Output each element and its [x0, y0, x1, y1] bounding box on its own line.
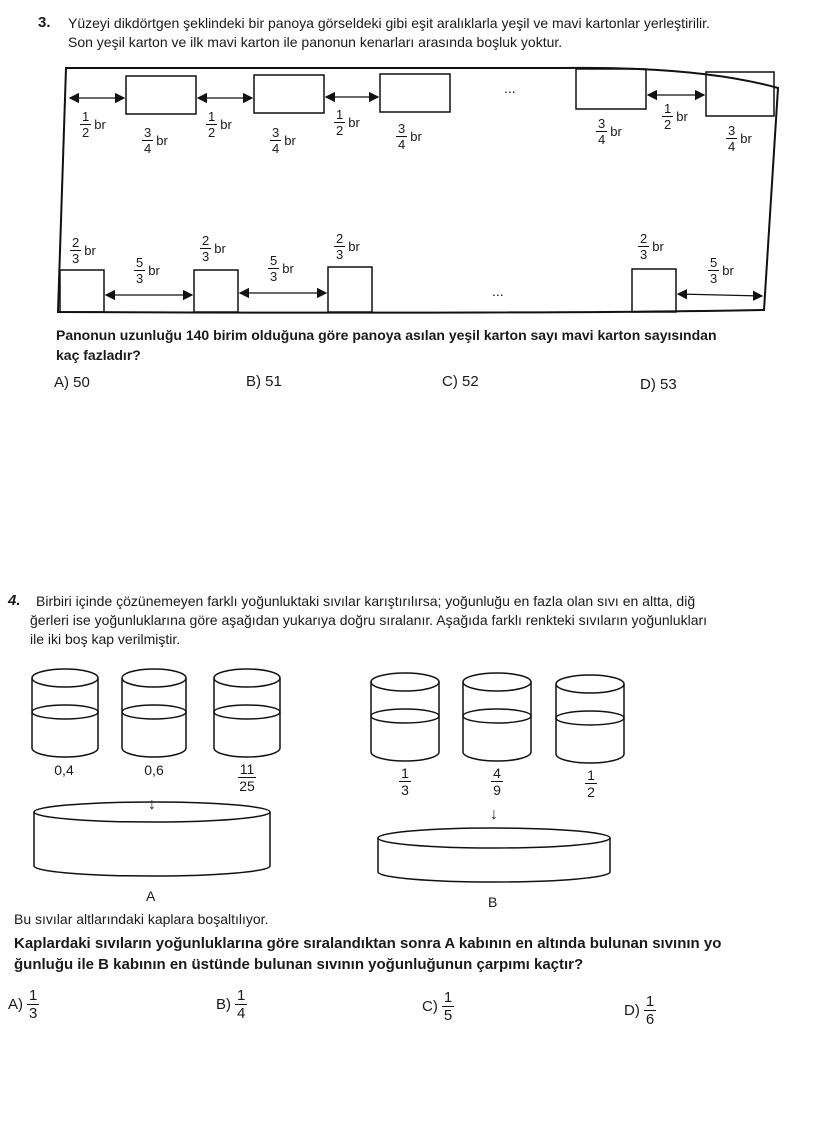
container-b-shape	[377, 827, 611, 883]
q4-intro-line2: ğerleri ise yoğunluklarına göre aşağıdan…	[30, 612, 708, 628]
q3-number: 3.	[38, 14, 51, 31]
q3-board-diagram	[56, 66, 780, 314]
container-a-label: A	[146, 888, 156, 904]
q3-question-line2: kaç fazladır?	[56, 347, 141, 363]
q4-question-line2: ğunluğu ile B kabının en üstünde bulunan…	[14, 956, 584, 973]
q3-option-b[interactable]: B) 51	[246, 373, 282, 390]
density-a1: 0,4	[54, 762, 74, 778]
q3-question-line1: Panonun uzunluğu 140 birim olduğuna göre…	[56, 327, 717, 343]
q4-number: 4.	[8, 592, 21, 609]
cylinder-a3	[213, 668, 281, 758]
container-b-label: B	[488, 894, 498, 910]
density-a2: 0,6	[144, 762, 164, 778]
cylinder-b1	[370, 672, 440, 762]
q4-intro-line3: ile iki boş kap verilmiştir.	[30, 631, 181, 647]
top-ellipsis: ...	[504, 80, 516, 96]
q3-option-c[interactable]: C) 52	[442, 373, 479, 390]
q3-option-a[interactable]: A) 50	[54, 374, 90, 391]
q3-option-d[interactable]: D) 53	[640, 376, 677, 393]
cylinder-a2	[121, 668, 187, 758]
cylinder-b2	[462, 672, 532, 762]
q4-note: Bu sıvılar altlarındaki kaplara boşaltıl…	[14, 911, 269, 927]
arrow-down-icon: ↓	[148, 796, 156, 813]
container-a-shape	[33, 801, 271, 877]
q3-intro-line2: Son yeşil karton ve ilk mavi karton ile …	[68, 34, 563, 50]
arrow-down-icon: ↓	[490, 806, 498, 823]
q4-intro-line1: Birbiri içinde çözünemeyen farklı yoğunl…	[36, 593, 696, 609]
q4-question-line1: Kaplardaki sıvıların yoğunluklarına göre…	[14, 935, 722, 952]
cylinder-a1	[31, 668, 99, 758]
cylinder-b3	[555, 674, 625, 764]
q3-intro-line1: Yüzeyi dikdörtgen şeklindeki bir panoya …	[68, 15, 710, 31]
bottom-ellipsis: ...	[492, 283, 504, 299]
